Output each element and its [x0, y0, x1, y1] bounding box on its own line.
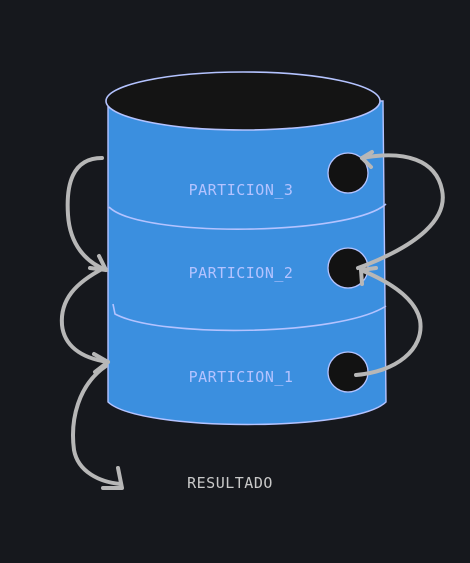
partition-divider-lower	[112, 303, 387, 332]
result-label: RESULTADO	[187, 474, 273, 492]
partition-3-label: PARTICION_3	[189, 181, 294, 199]
partition-2-label: PARTICION_2	[189, 264, 294, 282]
partition-1-label: PARTICION_1	[189, 368, 294, 386]
arrow-head-result	[101, 466, 124, 490]
arrow-partition-1-to-result	[71, 364, 122, 486]
arrow-partition-2-to-3	[356, 153, 445, 270]
partition-3-hole	[327, 152, 369, 194]
partition-labels: PARTICION_3 PARTICION_2 PARTICION_1	[189, 181, 294, 386]
arrow-head-1-to-2	[359, 266, 378, 286]
cylinder-body	[107, 100, 387, 426]
arrow-left-top-to-partition-2	[65, 156, 108, 272]
cylinder-top	[105, 71, 381, 131]
flow-arrows	[59, 150, 445, 490]
partition-divider-upper	[108, 203, 387, 230]
arrow-head-2-to-3	[360, 150, 374, 169]
arrow-partition-1-to-2	[354, 268, 423, 377]
database-cylinder	[105, 71, 387, 426]
partition-1-hole	[327, 351, 369, 393]
arrow-left-partition-2-to-1	[59, 266, 110, 364]
